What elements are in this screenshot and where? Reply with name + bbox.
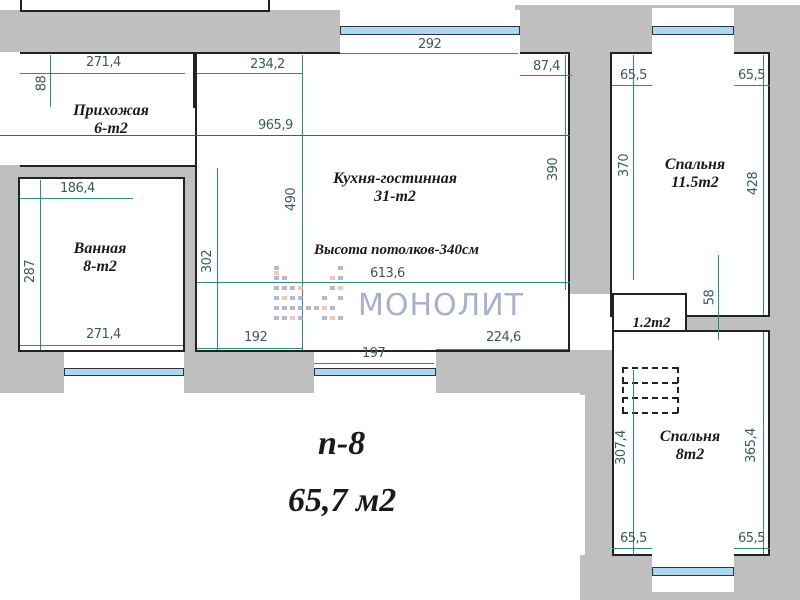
room-label-bathroom: Ванная 8-т2 xyxy=(50,240,150,275)
dim-bed2-right-height: 365,4 xyxy=(743,428,759,463)
bedroom-1-area: 11.5т2 xyxy=(671,173,719,191)
wall-bed-divider xyxy=(680,315,770,330)
corridor-line xyxy=(0,135,570,136)
dim-line-kitchen-302 xyxy=(217,168,218,350)
room-label-kitchen: Кухня-гостинная 31-т2 xyxy=(310,170,480,205)
dim-bed2-left-height: 307,4 xyxy=(613,430,629,465)
bathroom-name: Ванная xyxy=(73,240,127,257)
dim-bed1-left-height: 370 xyxy=(617,153,633,178)
window-bathroom xyxy=(64,368,184,376)
dim-line-bath-top xyxy=(20,198,133,199)
window-bed1-top xyxy=(652,26,734,35)
kitchen-area: 31-т2 xyxy=(374,187,416,205)
dim-bath-bottom-width: 271,4 xyxy=(86,327,121,342)
hallway-name: Прихожая xyxy=(73,102,149,119)
dim-partition-thickness: 58 xyxy=(702,289,718,306)
room-kitchen-living[interactable] xyxy=(195,52,570,352)
dim-kitchen-width: 613,6 xyxy=(370,266,405,281)
room-label-hallway: Прихожая 6-т2 xyxy=(56,102,166,137)
rack-line-3 xyxy=(622,397,678,399)
dim-kitchen-depth: 490 xyxy=(284,187,300,212)
dim-line-kitchen-390 xyxy=(565,55,566,290)
dim-line-bed2-left-pier xyxy=(612,548,652,549)
dim-bath-height: 287 xyxy=(23,259,39,284)
rack-side-right xyxy=(677,367,679,413)
dim-kitchen-window-bottom: 197 xyxy=(362,346,386,361)
wall-bath-kitchen xyxy=(183,165,195,390)
room-top-unit xyxy=(20,0,270,12)
dim-line-kitchen-613 xyxy=(197,282,570,283)
dim-bed2-left-pier: 65,5 xyxy=(620,531,647,546)
room-hallway-corridor xyxy=(0,108,200,165)
kitchen-name: Кухня-гостинная xyxy=(333,170,457,187)
room-label-bedroom-2: Спальня 8т2 xyxy=(640,428,740,463)
rack-line-2 xyxy=(622,382,678,384)
dim-kitchen-top-right: 87,4 xyxy=(533,59,560,74)
dim-bed2-right-pier: 65,5 xyxy=(738,531,765,546)
dim-line-bed2-right-pier xyxy=(734,548,770,549)
dim-line-bed1-right-pier xyxy=(734,85,770,86)
dim-line-bed2-365 xyxy=(763,332,764,554)
logo-wordmark: МОНОЛИТ xyxy=(358,288,524,323)
dim-hall-left-height: 88 xyxy=(34,75,50,92)
dim-line-bed2-307 xyxy=(633,370,634,555)
bedroom-2-name: Спальня xyxy=(659,428,721,445)
dim-line-bed1-370 xyxy=(633,55,634,280)
dim-kitchen-bottom-right: 224,6 xyxy=(486,330,521,345)
dim-kitchen-top-left: 234,2 xyxy=(250,57,285,72)
dim-line-partition-58 xyxy=(718,255,719,340)
dim-overall-length: 965,9 xyxy=(258,118,293,133)
wall-left-band xyxy=(0,165,20,385)
ceiling-height-note: Высота потолков-340см xyxy=(314,242,479,258)
logo-mark-icon xyxy=(272,262,352,328)
hallway-area: 6-т2 xyxy=(94,119,128,137)
dim-kitchen-bottom-left: 192 xyxy=(244,330,268,345)
dim-hall-top-width: 271,4 xyxy=(86,55,121,70)
bedroom-1-name: Спальня xyxy=(664,156,726,173)
wall-kitchen-bed1 xyxy=(570,52,610,294)
bathroom-area: 8-т2 xyxy=(83,257,117,275)
dim-bath-top-width: 186,4 xyxy=(60,181,95,196)
dim-line-bed1-428 xyxy=(763,55,764,315)
dim-line-kitchen-bottom-right xyxy=(436,349,568,350)
dim-line-kitchen-window-bottom xyxy=(314,363,434,364)
room-lower-unit xyxy=(0,393,580,600)
dim-line-hall-88 xyxy=(50,55,51,107)
dim-line-kitchen-window-top xyxy=(340,53,518,54)
room-label-bedroom-1: Спальня 11.5т2 xyxy=(640,156,750,191)
rack-line-4 xyxy=(622,412,678,414)
dim-line-kitchen-490 xyxy=(302,55,303,350)
dim-bed1-right-pier: 65,5 xyxy=(738,68,765,83)
total-area: 65,7 м2 xyxy=(288,482,397,519)
unit-label: п-8 xyxy=(318,425,366,462)
dim-kitchen-window-top: 292 xyxy=(418,37,442,52)
rack-line-1 xyxy=(622,367,678,369)
dim-line-hall-top xyxy=(20,73,185,74)
window-kitchen-bottom xyxy=(314,368,436,376)
room-label-closet: 1.2т2 xyxy=(632,315,671,331)
dim-line-kitchen-top-right xyxy=(520,75,572,76)
dim-bed1-left-pier: 65,5 xyxy=(620,68,647,83)
bedroom-2-area: 8т2 xyxy=(675,445,705,463)
dim-line-kitchen-top-left xyxy=(197,73,302,74)
dim-kitchen-right-height: 390 xyxy=(546,157,562,182)
dim-line-bath-bottom xyxy=(20,345,183,346)
room-bathroom[interactable] xyxy=(18,177,185,352)
rack-side-left xyxy=(622,367,624,413)
dim-line-bath-287 xyxy=(40,180,41,350)
wall-right-band xyxy=(765,5,800,600)
dim-line-kitchen-bottom-left xyxy=(197,348,302,349)
dim-line-bed1-left-pier xyxy=(612,85,652,86)
window-bed2-bottom xyxy=(652,567,734,576)
window-kitchen-top xyxy=(340,26,520,35)
dim-kitchen-left-height: 302 xyxy=(200,249,216,274)
